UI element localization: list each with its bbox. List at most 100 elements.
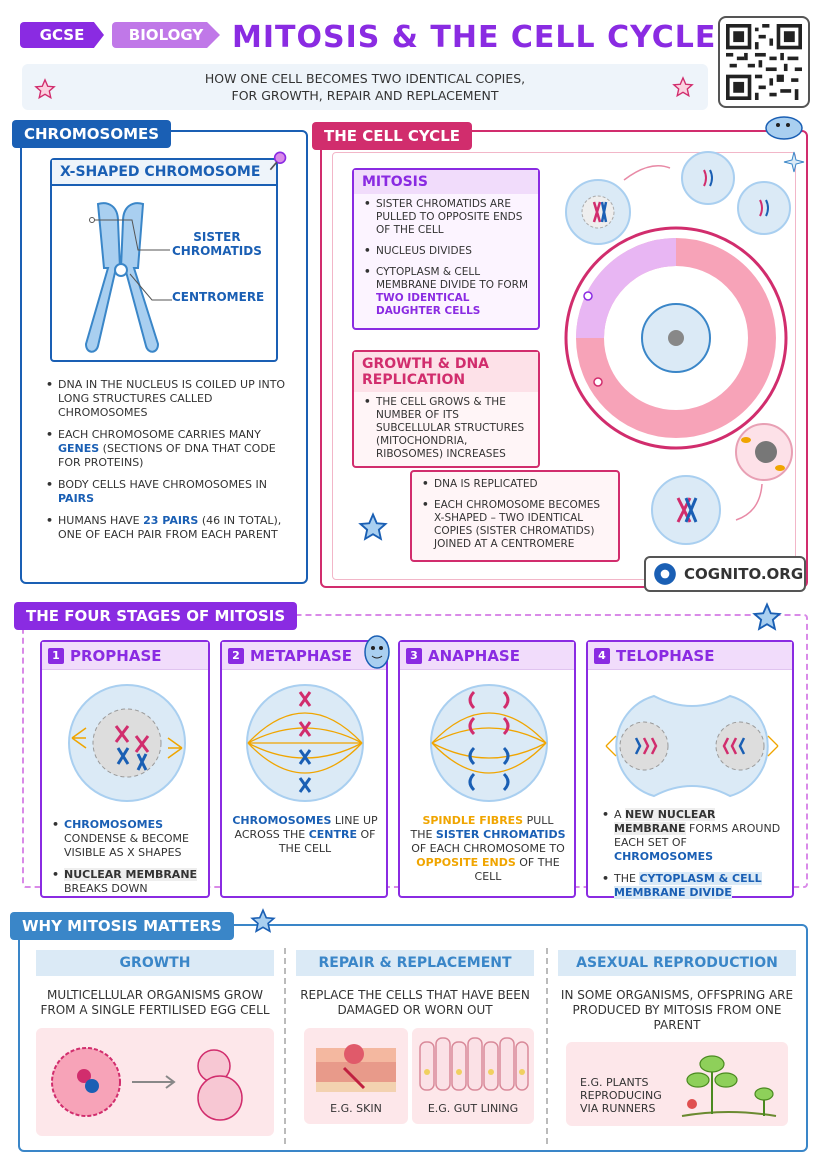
mitosis-bullets: SISTER CHROMATIDS ARE PULLED TO OPPOSITE… — [354, 194, 538, 318]
b2-pre: EACH CHROMOSOME CARRIES MANY — [58, 428, 261, 441]
why-label: WHY MITOSIS MATTERS — [10, 912, 234, 940]
s4-a-hl2: CHROMOSOMES — [614, 850, 714, 863]
metaphase-text: CHROMOSOMES LINE UP ACROSS THE CENTRE OF… — [232, 814, 378, 856]
brand-name: COGNITO.ORG — [684, 565, 804, 583]
stages-label: THE FOUR STAGES OF MITOSIS — [14, 602, 298, 630]
anaphase-card: 3 ANAPHASE SPINDLE FIBRES PULL THE SISTER… — [398, 640, 576, 898]
prophase-card: 1 PROPHASE CHROMOSOMES CONDENSE & BECOME … — [40, 640, 210, 898]
biology-tag: BIOLOGY — [112, 22, 220, 48]
m3-pre: CYTOPLASM & CELL MEMBRANE DIVIDE TO FORM — [376, 266, 529, 291]
anaphase-text: SPINDLE FIBRES PULL THE SISTER CHROMATID… — [410, 814, 566, 884]
s2-hl2: CENTRE — [308, 828, 357, 841]
anaphase-header: 3 ANAPHASE — [400, 642, 574, 670]
b2-hl: GENES — [58, 442, 100, 455]
growth-card: GROWTH & DNA REPLICATION THE CELL GROWS … — [352, 350, 540, 468]
cell-cycle-inner-border — [332, 152, 796, 580]
stage-number: 3 — [406, 647, 422, 664]
prophase-bullet-1: CHROMOSOMES CONDENSE & BECOME VISIBLE AS… — [52, 818, 200, 860]
s4-a-post: FORMS AROUND EACH SET OF — [614, 822, 781, 849]
stage-name: PROPHASE — [70, 646, 162, 665]
anaphase-cell-icon — [430, 684, 548, 802]
telophase-bullet-2: THE CYTOPLASM & CELL MEMBRANE DIVIDE — [602, 872, 784, 900]
star-icon — [358, 512, 388, 541]
stage-number: 1 — [48, 647, 64, 664]
plant-picture: E.G. PLANTS REPRODUCING VIA RUNNERS — [566, 1042, 788, 1126]
dna-bullet-1: DNA IS REPLICATED — [422, 478, 610, 491]
page-subtitle: HOW ONE CELL BECOMES TWO IDENTICAL COPIE… — [22, 64, 708, 110]
telophase-bullets: A NEW NUCLEAR MEMBRANE FORMS AROUND EACH… — [602, 808, 784, 908]
growth-picture — [36, 1028, 274, 1136]
mascot-icon — [765, 116, 803, 140]
s1-b-hl: NUCLEAR MEMBRANE — [64, 868, 198, 881]
star-icon — [672, 76, 694, 98]
b3-hl: PAIRS — [58, 492, 95, 505]
stage-name: TELOPHASE — [616, 646, 715, 665]
s2-post: OF THE CELL — [278, 828, 376, 855]
subtitle-line2: FOR GROWTH, REPAIR AND REPLACEMENT — [231, 88, 499, 103]
gut-caption: E.G. GUT LINING — [427, 1102, 519, 1115]
skin-caption: E.G. SKIN — [330, 1102, 382, 1115]
s1-a-post: CONDENSE & BECOME VISIBLE AS X SHAPES — [64, 832, 189, 859]
chrom-bullet-4: HUMANS HAVE 23 PAIRS (46 IN TOTAL), ONE … — [46, 514, 286, 542]
mitosis-bullet-2: NUCLEUS DIVIDES — [364, 245, 530, 258]
s2-mid: LINE UP ACROSS THE — [234, 814, 378, 841]
sister-line2: CHROMATIDS — [172, 244, 262, 258]
chrom-bullet-1: DNA IN THE NUCLEUS IS COILED UP INTO LON… — [46, 378, 286, 420]
star-icon — [34, 78, 56, 100]
star-icon — [752, 602, 782, 631]
chromosome-diagram-title: X-SHAPED CHROMOSOME — [52, 160, 276, 186]
s3-post: OF THE CELL — [474, 856, 560, 883]
b4-pre: HUMANS HAVE — [58, 514, 144, 527]
mitosis-bullet-1: SISTER CHROMATIDS ARE PULLED TO OPPOSITE… — [364, 198, 530, 237]
asexual-heading: ASEXUAL REPRODUCTION — [558, 950, 796, 976]
growth-bullet-1: THE CELL GROWS & THE NUMBER OF ITS SUBCE… — [364, 396, 530, 461]
growth-bullets: THE CELL GROWS & THE NUMBER OF ITS SUBCE… — [354, 392, 538, 461]
stage-name: ANAPHASE — [428, 646, 520, 665]
page-title: MITOSIS & THE CELL CYCLE — [232, 20, 717, 55]
s1-a-hl: CHROMOSOMES — [64, 818, 164, 831]
sister-line1: SISTER — [193, 230, 241, 244]
repair-text: REPLACE THE CELLS THAT HAVE BEEN DAMAGED… — [300, 988, 530, 1017]
dna-bullets: DNA IS REPLICATED EACH CHROMOSOME BECOME… — [412, 472, 618, 551]
qr-code-icon[interactable] — [718, 16, 810, 108]
prophase-bullet-2: NUCLEAR MEMBRANE BREAKS DOWN — [52, 868, 200, 896]
brand-logo-icon — [654, 563, 676, 585]
s3-hl: SPINDLE FIBRES — [422, 814, 524, 827]
m3-hl: TWO IDENTICAL DAUGHTER CELLS — [376, 292, 481, 317]
growth-card-title: GROWTH & DNA REPLICATION — [354, 352, 538, 392]
b3-pre: BODY CELLS HAVE CHROMOSOMES IN — [58, 478, 267, 491]
dna-bullet-2: EACH CHROMOSOME BECOMES X-SHAPED – TWO I… — [422, 499, 610, 551]
b4-hl: 23 PAIRS — [143, 514, 199, 527]
prophase-cell-icon — [68, 684, 186, 802]
why-divider — [546, 948, 548, 1144]
skin-icon — [316, 1044, 396, 1092]
mitosis-card-title: MITOSIS — [354, 170, 538, 194]
growth-text: MULTICELLULAR ORGANISMS GROW FROM A SING… — [40, 988, 270, 1017]
centromere-label: CENTROMERE — [172, 290, 265, 304]
stage-number: 2 — [228, 647, 244, 664]
s2-hl: CHROMOSOMES — [232, 814, 332, 827]
plant-caption: E.G. PLANTS REPRODUCING VIA RUNNERS — [580, 1076, 662, 1115]
telophase-cell-icon — [605, 694, 779, 798]
b4-post: (46 IN TOTAL), ONE OF EACH PAIR FROM EAC… — [58, 514, 282, 541]
gut-picture: E.G. GUT LINING — [412, 1028, 534, 1124]
skin-picture: E.G. SKIN — [304, 1028, 408, 1124]
chromosome-diagram-card: X-SHAPED CHROMOSOME SISTER CHROMATIDS CE… — [50, 158, 278, 362]
stage-number: 4 — [594, 647, 610, 664]
subtitle-line1: HOW ONE CELL BECOMES TWO IDENTICAL COPIE… — [204, 71, 526, 86]
label-lines-icon — [89, 217, 172, 301]
gcse-tag: GCSE — [20, 22, 104, 48]
s1-b-post: BREAKS DOWN — [64, 882, 148, 895]
chromosomes-bullets: DNA IN THE NUCLEUS IS COILED UP INTO LON… — [46, 378, 286, 550]
mitosis-card: MITOSIS SISTER CHROMATIDS ARE PULLED TO … — [352, 168, 540, 330]
prophase-bullets: CHROMOSOMES CONDENSE & BECOME VISIBLE AS… — [52, 818, 200, 904]
metaphase-cell-icon — [246, 684, 364, 802]
sister-chromatids-label: SISTER CHROMATIDS — [172, 230, 262, 258]
brand-badge[interactable]: COGNITO.ORG — [644, 556, 806, 592]
dna-replication-card: DNA IS REPLICATED EACH CHROMOSOME BECOME… — [410, 470, 620, 562]
why-divider — [284, 948, 286, 1144]
growth-heading: GROWTH — [36, 950, 274, 976]
chromosomes-label: CHROMOSOMES — [12, 120, 172, 148]
